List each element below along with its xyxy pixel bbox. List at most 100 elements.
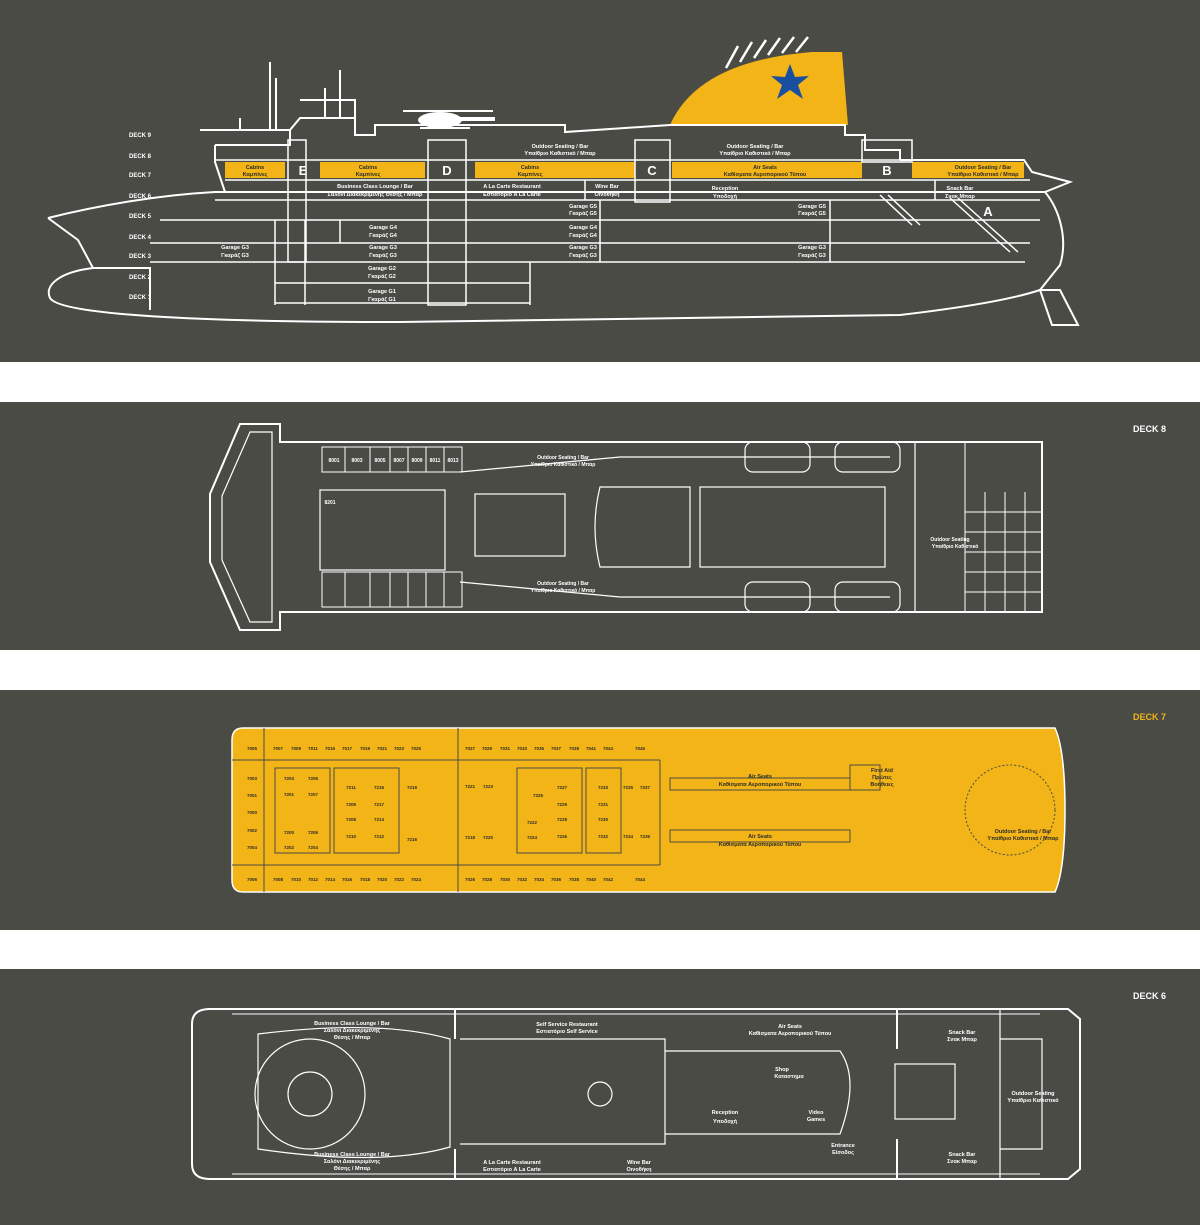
- cabin-7018: 7018: [360, 877, 371, 882]
- snack-label-gr: Σνακ Μπαρ: [945, 194, 975, 200]
- cabin-7211: 7211: [346, 785, 356, 790]
- cabin-8001: 8001: [328, 458, 339, 464]
- os-bar-label-3: Outdoor Seating / Bar: [955, 165, 1013, 171]
- d6-bcl-bot-gr2: Θέσης / Μπαρ: [334, 1166, 371, 1172]
- d6-reception-gr: Υποδοχή: [713, 1119, 738, 1125]
- cabin-7017: 7017: [342, 746, 353, 751]
- zone-b: B: [882, 163, 891, 178]
- deck-7-cabin-labels: 7005 7007 7009 7011 7015 7017 7019 7021 …: [247, 746, 651, 882]
- deck-label-4: DECK 4: [129, 235, 152, 241]
- cabin-7034: 7034: [534, 877, 545, 882]
- airseats-label: Air Seats: [753, 165, 777, 171]
- d6-wine-gr: Οινοθήκη: [627, 1167, 653, 1173]
- cabin-7029: 7029: [482, 746, 493, 751]
- d8-os-bot-gr: Υπαίθριο Καθιστικό / Μπαρ: [531, 588, 596, 594]
- cabin-7038: 7038: [569, 877, 580, 882]
- cabin-7231: 7231: [598, 802, 609, 807]
- deck-8-cabin-grid: [321, 442, 1042, 612]
- d6-airseats: Air Seats: [778, 1024, 802, 1030]
- os-bar-label-2-gr: Υπαίθριο Καθιστικό / Μπαρ: [719, 151, 791, 157]
- deck-lines: [150, 139, 1040, 306]
- d6-snack-top-gr: Σνακ Μπαρ: [947, 1037, 977, 1043]
- cabin-7207: 7207: [308, 792, 319, 797]
- cabin-7039: 7039: [569, 746, 580, 751]
- d7-os-gr: Υπαίθριο Καθιστικό / Μπαρ: [987, 836, 1059, 842]
- airseats-label-gr: Καθίσματα Αεροπορικού Τύπου: [724, 172, 807, 178]
- zone-e: E: [299, 163, 308, 178]
- cabin-7202: 7202: [284, 845, 295, 850]
- cabin-7024: 7024: [411, 877, 422, 882]
- deck-7-hull[interactable]: [231, 727, 1066, 893]
- g1-label-gr: Γκαράζ G1: [368, 297, 396, 303]
- d8-os-top: Outdoor Seating / Bar: [537, 455, 589, 461]
- d6-snack-top: Snack Bar: [949, 1030, 977, 1036]
- wine-label-gr: Οινοθήκη: [595, 192, 621, 198]
- g5b-label: Garage G5: [798, 204, 826, 210]
- cabin-7037: 7037: [551, 746, 562, 751]
- cabins-fwd-label-gr: Καμπίνες: [518, 172, 543, 178]
- d6-snack-bot-gr: Σνακ Μπαρ: [947, 1159, 977, 1165]
- alacarte-label: A La Carte Restaurant: [483, 184, 541, 190]
- cabin-7210: 7210: [346, 834, 357, 839]
- cabin-7008: 7008: [273, 877, 284, 882]
- g2-label: Garage G2: [368, 266, 396, 272]
- cabin-7016: 7016: [342, 877, 353, 882]
- snack-label: Snack Bar: [947, 186, 975, 192]
- deck-7-plan: 7005 7007 7009 7011 7015 7017 7019 7021 …: [231, 727, 1066, 893]
- cabins-mid-label-gr: Καμπίνες: [356, 172, 381, 178]
- deck-6-panel: DECK 6 Business Class Lounge / Bar Σαλόν…: [0, 969, 1200, 1225]
- g3a-label: Garage G3: [221, 245, 249, 251]
- d6-entrance-gr: Είσοδος: [832, 1150, 854, 1156]
- cabin-7027: 7027: [465, 746, 476, 751]
- deck-8-panel: DECK 8 8001 8003: [0, 402, 1200, 650]
- cabin-bands: [225, 162, 1024, 178]
- g3d-label: Garage G3: [798, 245, 826, 251]
- cabin-7014: 7014: [325, 877, 336, 882]
- deck-label-1: DECK 1: [129, 295, 152, 301]
- g3c-label: Garage G3: [569, 245, 597, 251]
- cabin-7000: 7000: [247, 810, 258, 815]
- cabin-8011: 8011: [430, 458, 441, 464]
- os-bar-label-1-gr: Υπαίθριο Καθιστικό / Μπαρ: [524, 151, 596, 157]
- g4b-label-gr: Γκαράζ G4: [569, 233, 598, 239]
- d6-bcl-top-gr1: Σαλόνι Διακεκριμένης: [324, 1028, 381, 1034]
- cabins-mid-label: Cabins: [359, 165, 377, 171]
- g5b-label-gr: Γκαράζ G5: [798, 211, 826, 217]
- cabin-8005: 8005: [374, 458, 385, 464]
- deck-6-plan: Business Class Lounge / Bar Σαλόνι Διακε…: [191, 1008, 1081, 1180]
- cabin-7002: 7002: [247, 828, 258, 833]
- os-bar-label-2: Outdoor Seating / Bar: [727, 144, 785, 150]
- g4b-label: Garage G4: [569, 225, 598, 231]
- profile-room-labels: Cabins Καμπίνες Cabins Καμπίνες Cabins Κ…: [221, 144, 1019, 303]
- d6-wine: Wine Bar: [627, 1160, 652, 1166]
- cabin-7020: 7020: [377, 877, 388, 882]
- bcl-label-gr: Σαλόνι Διακεκριμένης Θέσης / Μπαρ: [328, 192, 423, 198]
- cabin-7230: 7230: [598, 817, 609, 822]
- cabin-7033: 7033: [517, 746, 528, 751]
- d8-os-fwd-gr: Υπαίθριο Καθιστικό: [932, 544, 979, 550]
- d6-bcl-bot-gr1: Σαλόνι Διακεκριμένης: [324, 1159, 381, 1165]
- d8-os-top-gr: Υπαίθριο Καθιστικό / Μπαρ: [531, 462, 596, 468]
- cabin-7225: 7225: [533, 793, 544, 798]
- cabin-7217: 7217: [374, 802, 385, 807]
- d6-video: Video: [809, 1110, 825, 1116]
- deck-label-7: DECK 7: [129, 173, 152, 179]
- cabin-8013: 8013: [447, 458, 458, 464]
- d6-os: Outdoor Seating: [1011, 1091, 1054, 1097]
- cabin-7209: 7209: [346, 802, 357, 807]
- d7-airseats-bot: Air Seats: [748, 834, 772, 840]
- cabin-7003: 7003: [247, 776, 258, 781]
- cabin-7022: 7022: [394, 877, 405, 882]
- cabin-7215: 7215: [374, 785, 385, 790]
- g3a-label-gr: Γκαράζ G3: [221, 253, 249, 259]
- g5a-label: Garage G5: [569, 204, 597, 210]
- d7-os: Outdoor Seating / Bar: [995, 829, 1053, 835]
- cabin-7212: 7212: [374, 834, 385, 839]
- g3b-label: Garage G3: [369, 245, 397, 251]
- cabins-aft-label: Cabins: [246, 165, 264, 171]
- cabin-7200: 7200: [284, 830, 295, 835]
- cabin-7021: 7021: [377, 746, 388, 751]
- g4a-label-gr: Γκαράζ G4: [369, 233, 398, 239]
- g4a-label: Garage G4: [369, 225, 398, 231]
- cabin-7234: 7234: [623, 834, 634, 839]
